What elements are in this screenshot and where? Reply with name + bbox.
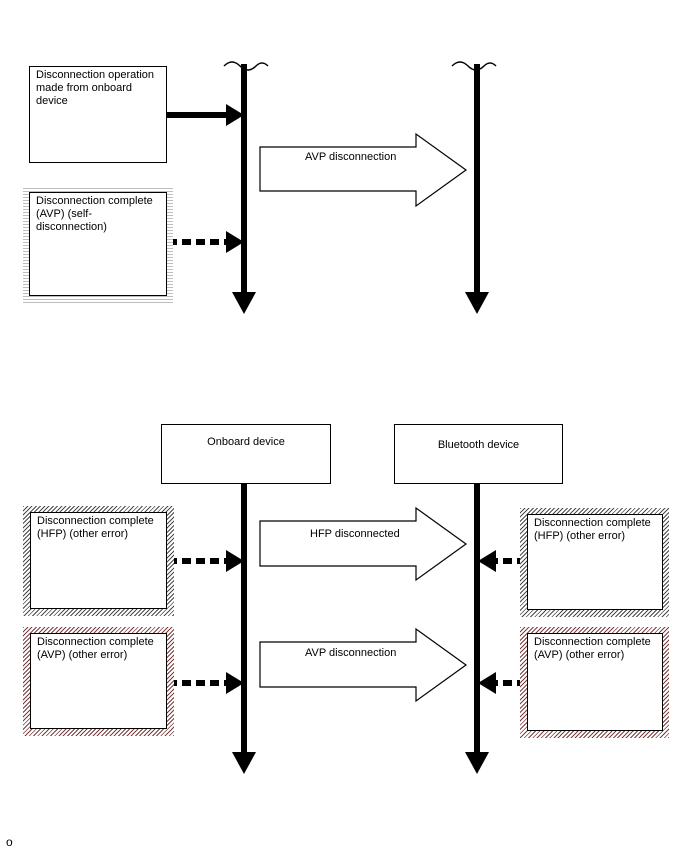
left-hfp-box: Disconnection complete (HFP) (other erro… — [30, 512, 167, 609]
right-hfp-box: Disconnection complete (HFP) (other erro… — [527, 514, 663, 610]
top-bluetooth-lifeline — [451, 61, 497, 314]
onboard-device-box: Onboard device — [161, 424, 331, 484]
left-avp-box: Disconnection complete (AVP) (other erro… — [30, 633, 167, 729]
right-avp-text: Disconnection complete (AVP) (other erro… — [534, 636, 651, 661]
disconnection-operation-text: Disconnection operation made from onboar… — [36, 69, 155, 107]
top-avp-disconnection-label: AVP disconnection — [305, 151, 397, 163]
top-dashed-arrow — [168, 231, 244, 253]
left-hfp-dashed-arrow — [168, 550, 244, 572]
footer-mark: o — [6, 835, 13, 849]
self-disconnection-box: Disconnection complete (AVP) (self-disco… — [29, 192, 167, 296]
right-hfp-text: Disconnection complete (HFP) (other erro… — [534, 517, 651, 542]
bottom-hfp-disconnected-arrow — [259, 506, 468, 582]
right-avp-box: Disconnection complete (AVP) (other erro… — [527, 633, 663, 731]
left-hfp-text: Disconnection complete (HFP) (other erro… — [37, 515, 154, 540]
right-hfp-dashed-arrow — [478, 550, 526, 572]
bottom-bluetooth-lifeline — [465, 484, 489, 774]
self-disconnection-text: Disconnection complete (AVP) (self-disco… — [36, 195, 153, 233]
bluetooth-device-box: Bluetooth device — [394, 424, 563, 484]
top-onboard-lifeline — [223, 61, 269, 314]
bottom-avp-disconnection-label: AVP disconnection — [305, 647, 397, 659]
left-avp-dashed-arrow — [168, 672, 244, 694]
top-avp-disconnection-arrow — [259, 132, 468, 208]
top-solid-arrow — [167, 104, 244, 126]
left-avp-text: Disconnection complete (AVP) (other erro… — [37, 636, 154, 661]
onboard-device-label: Onboard device — [207, 436, 285, 448]
bottom-onboard-lifeline — [232, 484, 256, 774]
hfp-disconnected-label: HFP disconnected — [310, 528, 400, 540]
bottom-avp-disconnection-arrow — [259, 627, 468, 703]
right-avp-dashed-arrow — [478, 672, 526, 694]
disconnection-operation-box: Disconnection operation made from onboar… — [29, 66, 167, 163]
bluetooth-device-label: Bluetooth device — [437, 439, 520, 451]
